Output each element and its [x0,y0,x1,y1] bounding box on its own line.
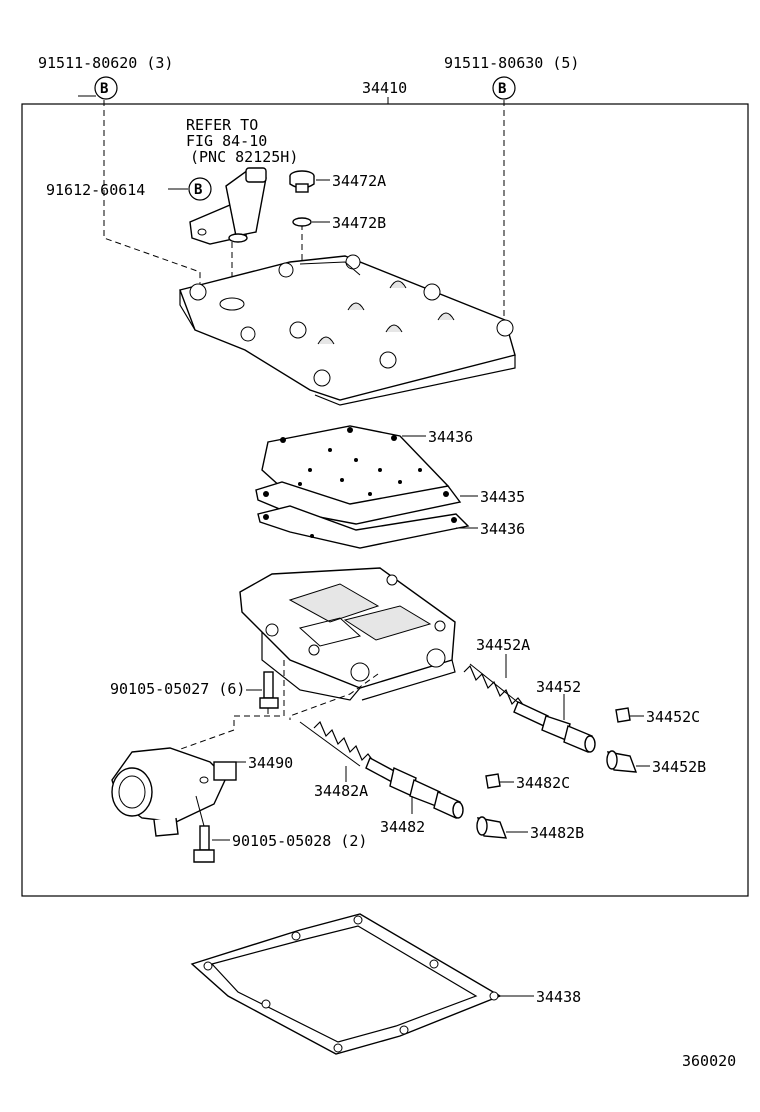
svg-text:B: B [194,182,202,198]
part-34452c [615,707,631,723]
part-34472b [292,217,312,227]
label-34452: 34452 [536,678,581,696]
marker-b-sensor: B [188,177,212,201]
bolt-90105-05028 [193,825,215,863]
label-34452c: 34452C [646,708,700,726]
svg-text:FIG 84-10: FIG 84-10 [186,132,267,150]
label-90105-05027: 90105-05027 (6) [110,680,245,698]
valve-34452 [513,701,596,753]
label-34436-bottom: 34436 [480,520,525,538]
part-34452b [606,750,638,773]
label-34436-top: 34436 [428,428,473,446]
bolt-90105-05027 [259,671,279,709]
svg-text:B: B [100,81,108,97]
label-bolt-right-part: 91511-80630 (5) [444,54,579,72]
label-bolt-left-part: 91511-80620 (3) [38,54,173,72]
svg-text:REFER TO: REFER TO [186,116,258,134]
label-34452a: 34452A [476,636,530,654]
marker-b-right: B [492,76,516,100]
label-assembly: 34410 [362,79,407,97]
plate-34436-top [261,425,450,509]
label-34438: 34438 [536,988,581,1006]
marker-b-left: B [94,76,118,100]
lower-valve-body [239,567,456,701]
label-34482: 34482 [380,818,425,836]
label-34452b: 34452B [652,758,706,776]
gasket-34438 [190,913,502,1055]
spring-34452a [463,663,525,707]
label-34482b: 34482B [530,824,584,842]
part-34482b [476,816,508,839]
figure-id: 360020 [682,1052,736,1070]
svg-text:(PNC 82125H): (PNC 82125H) [190,148,298,166]
part-34472a [289,170,315,193]
spring-34482a [299,720,375,767]
part-34482c [485,773,501,789]
sensor-part [189,167,267,245]
label-90105-05028: 90105-05028 (2) [232,832,367,850]
label-34435: 34435 [480,488,525,506]
refer-note: REFER TO FIG 84-10 (PNC 82125H) [186,116,298,166]
label-34472b: 34472B [332,214,386,232]
label-34490: 34490 [248,754,293,772]
upper-valve-body [179,254,516,406]
label-sensor-bolt: 91612-60614 [46,181,145,199]
valve-34482 [365,757,464,819]
label-34472a: 34472A [332,172,386,190]
svg-text:B: B [498,81,506,97]
label-34482a: 34482A [314,782,368,800]
solenoid-34490 [111,747,237,837]
assembly-frame [21,103,749,897]
label-34482c: 34482C [516,774,570,792]
plate-34436-bottom [257,505,470,549]
